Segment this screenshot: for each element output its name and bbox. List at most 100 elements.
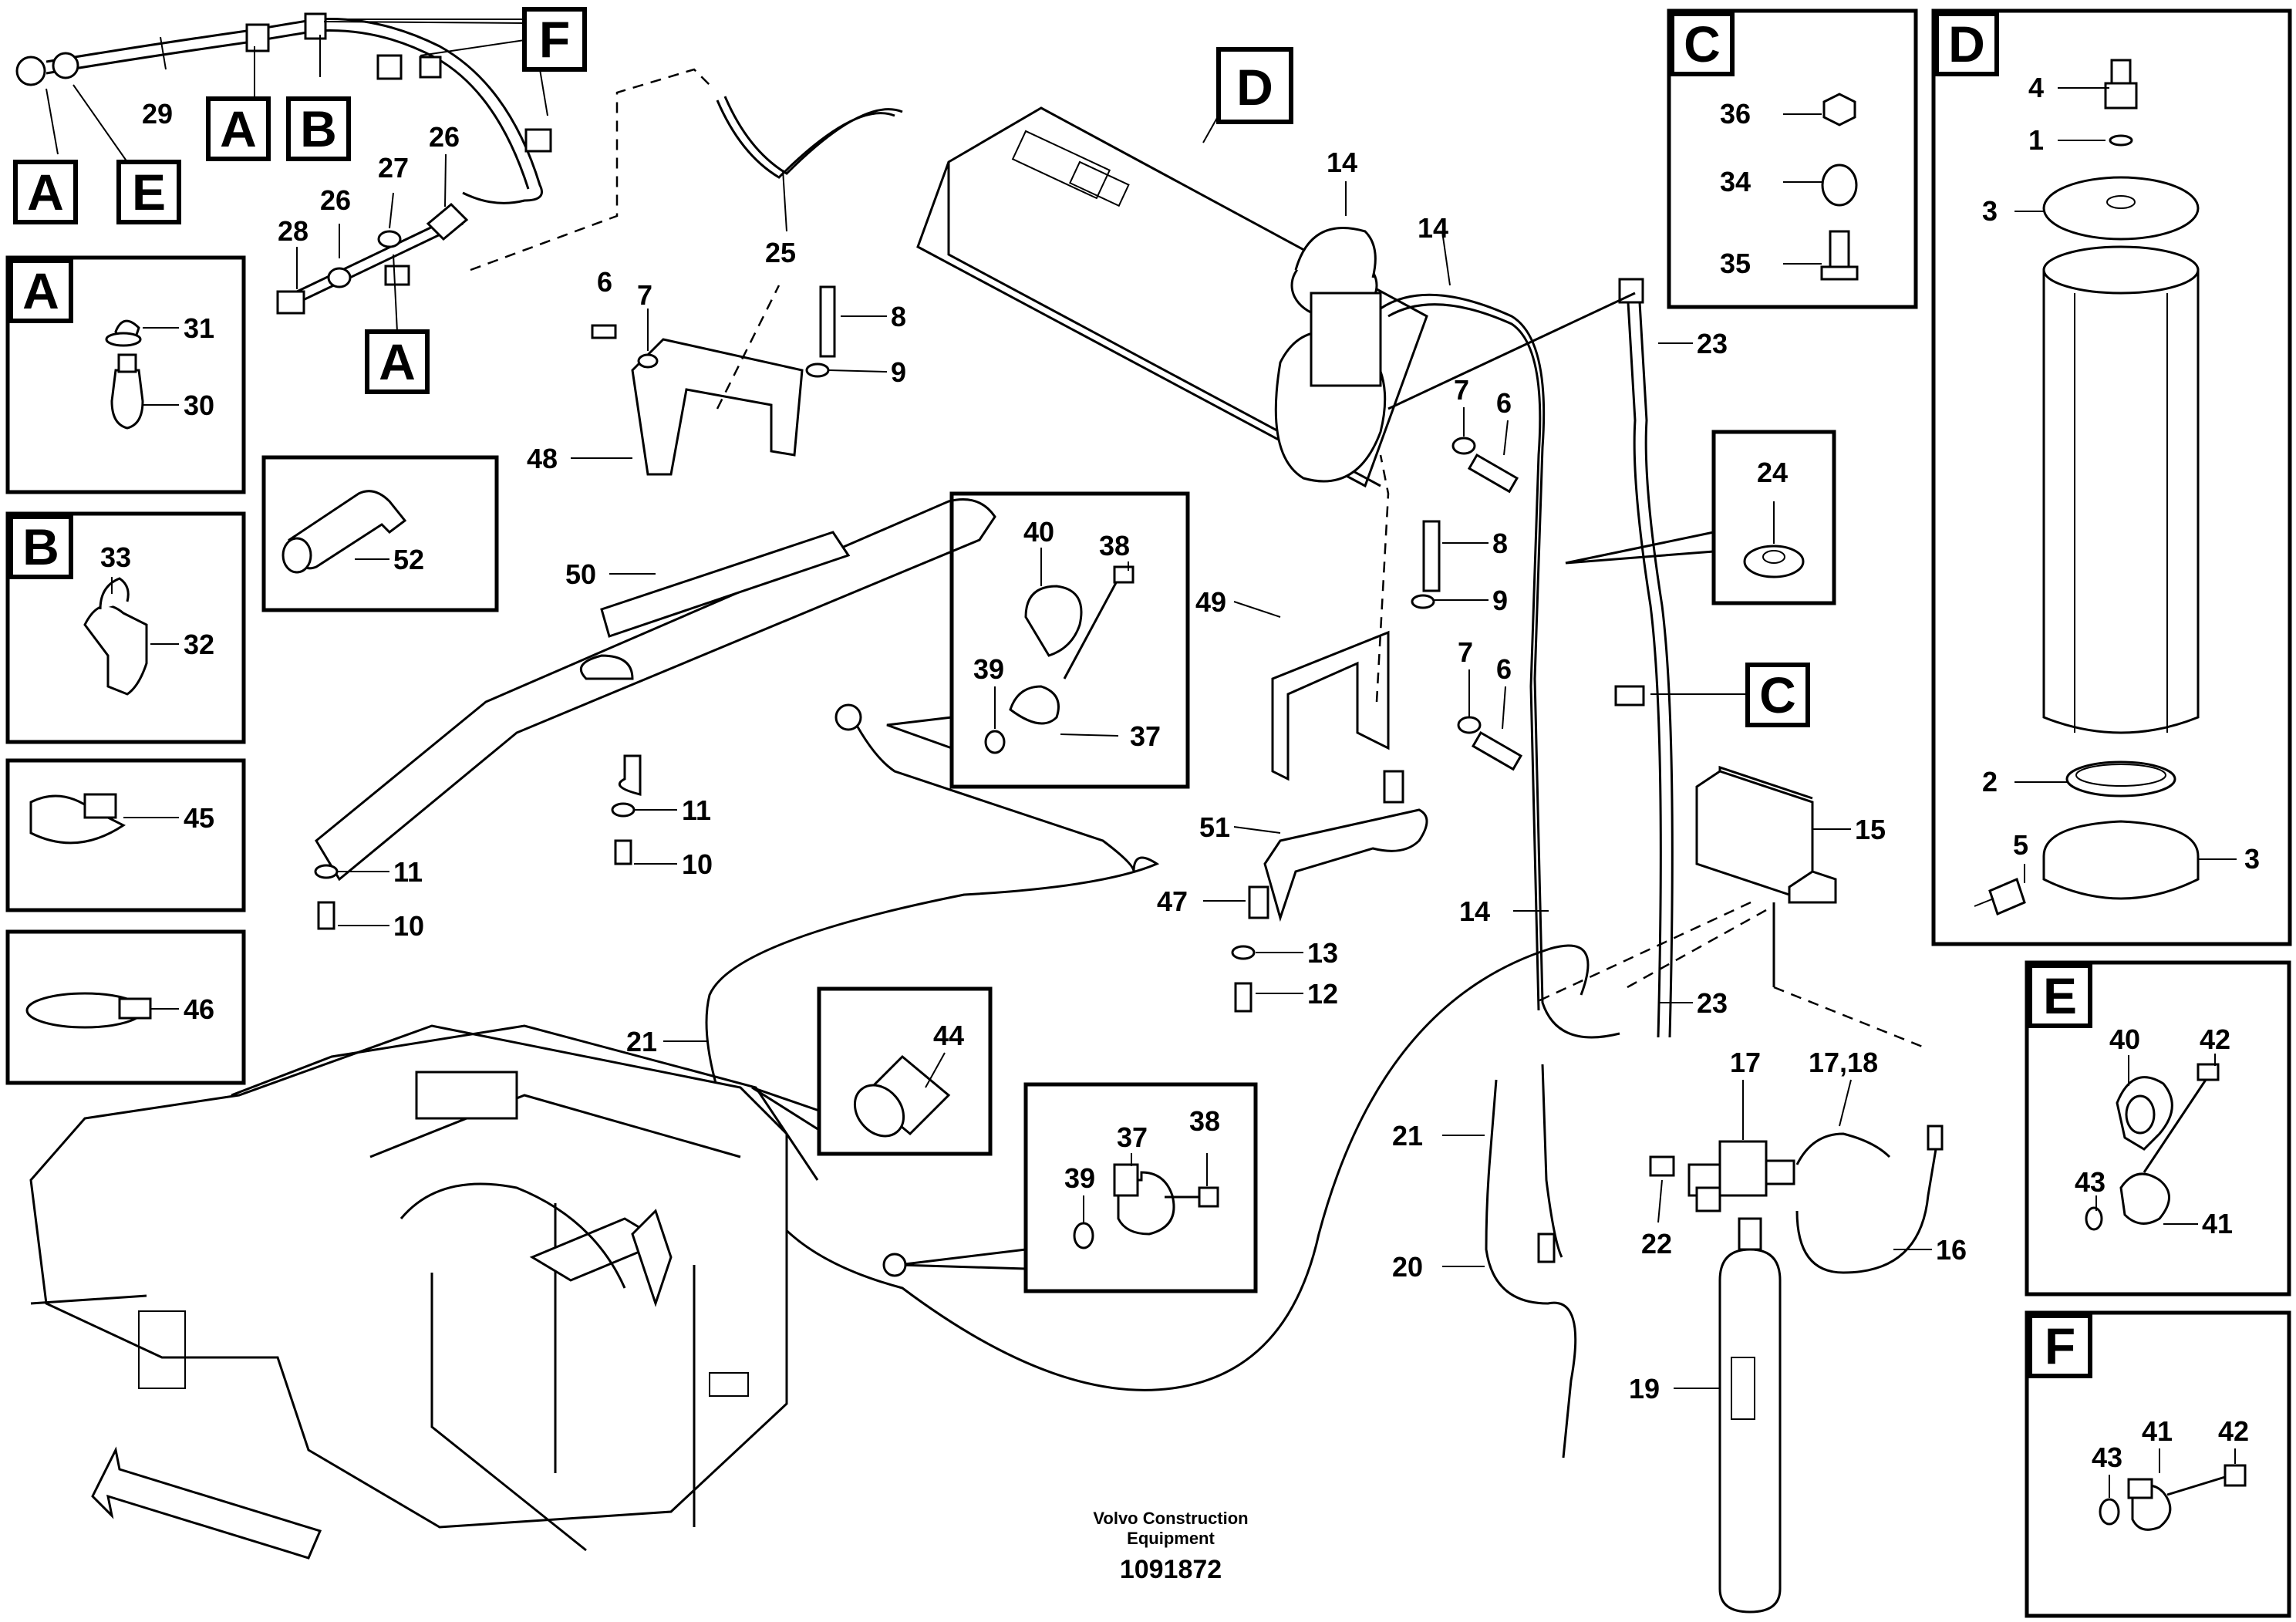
label-20: 20 [1392, 1251, 1423, 1283]
label-1: 1 [2028, 124, 2044, 156]
detail-box-e: E 40 42 43 41 [2025, 960, 2291, 1297]
tag-a-hose: A [220, 100, 257, 157]
footer-publisher-line1: Volvo Construction [1093, 1509, 1248, 1528]
label-38-b: 38 [1189, 1105, 1220, 1137]
detail-box-f: F 43 41 42 [2025, 1310, 2291, 1618]
label-30: 30 [184, 389, 214, 421]
label-37-b: 37 [1117, 1121, 1148, 1153]
label-41-f: 41 [2142, 1415, 2173, 1447]
label-3-top: 3 [1982, 195, 1998, 227]
tag-d-heater: D [1236, 59, 1273, 116]
detail-box-c: C 36 34 35 [1667, 8, 1918, 309]
label-22: 22 [1641, 1228, 1672, 1259]
detail-c-letter: C [1684, 15, 1721, 73]
label-49: 49 [1195, 586, 1226, 618]
label-3-bottom: 3 [2244, 843, 2260, 875]
tag-c-hose: C [1759, 666, 1796, 723]
label-16: 16 [1936, 1234, 1967, 1266]
label-35: 35 [1720, 248, 1751, 279]
label-23-b: 23 [1697, 987, 1728, 1019]
footer-document-number: 1091872 [1120, 1555, 1222, 1584]
bracket-48: 48 6 7 8 9 [527, 266, 906, 476]
label-9-a: 9 [891, 356, 906, 388]
label-7-b: 7 [1458, 636, 1473, 668]
detail-f-letter: F [2045, 1317, 2075, 1374]
label-8-b: 8 [1492, 528, 1508, 559]
footer-publisher-line2: Equipment [1127, 1529, 1215, 1548]
detail-box-d: D 4 1 3 2 5 3 [1931, 8, 2292, 946]
label-7-c: 7 [1454, 374, 1469, 406]
bracket-50: 50 11 10 11 10 [314, 498, 996, 942]
machine-body [29, 1024, 819, 1552]
detail-box-b: B 33 32 [5, 511, 246, 744]
label-52: 52 [393, 544, 424, 575]
label-26-a: 26 [320, 184, 351, 216]
label-27: 27 [378, 152, 409, 184]
label-17-18: 17,18 [1809, 1047, 1878, 1078]
label-42-e: 42 [2200, 1023, 2230, 1055]
heater-unit: D [916, 47, 1428, 488]
hoses-14-23: 14 14 23 14 23 C [1327, 147, 1810, 1039]
detail-e-letter: E [2043, 967, 2077, 1024]
tag-a-hose-left: A [27, 164, 64, 221]
label-8-a: 8 [891, 301, 906, 332]
label-2: 2 [1982, 766, 1998, 798]
label-13: 13 [1307, 937, 1338, 969]
label-6-c: 6 [1496, 387, 1512, 419]
label-15: 15 [1855, 814, 1886, 845]
label-51: 51 [1199, 811, 1230, 843]
bracket-51: 51 47 13 12 [1157, 770, 1428, 1013]
label-11-b: 11 [393, 856, 423, 888]
label-7-a: 7 [637, 279, 652, 311]
label-50: 50 [565, 558, 596, 590]
label-45: 45 [184, 802, 214, 834]
label-10-b: 10 [393, 910, 424, 942]
label-14-a: 14 [1418, 212, 1448, 244]
wiring-16-20-21: 16 21 20 [1392, 1064, 1967, 1458]
label-14-b: 14 [1327, 147, 1357, 178]
hose-assembly-top-left: A B F A E A 29 28 26 27 26 [13, 7, 587, 394]
tag-b-hose: B [300, 100, 337, 157]
label-10-a: 10 [682, 848, 713, 880]
detail-box-52: 52 [261, 455, 499, 612]
valve-17: 17 17,18 22 [1641, 1047, 1891, 1259]
detail-box-45: 45 [5, 758, 246, 912]
detail-box-clip-upper: 40 38 39 37 [949, 491, 1190, 789]
label-37-a: 37 [1130, 720, 1161, 752]
label-9-b: 9 [1492, 585, 1508, 616]
bracket-49: 49 8 9 7 6 [1195, 520, 1523, 781]
label-33: 33 [100, 541, 131, 573]
label-6-a: 6 [597, 266, 612, 298]
label-43-f: 43 [2092, 1442, 2122, 1473]
detail-box-clip-lower: 39 37 38 [1023, 1082, 1258, 1293]
label-46: 46 [184, 993, 214, 1025]
label-32: 32 [184, 629, 214, 660]
label-40-e: 40 [2109, 1023, 2140, 1055]
label-47: 47 [1157, 885, 1188, 917]
label-42-f: 42 [2218, 1415, 2249, 1447]
tag-a-lower: A [379, 333, 416, 390]
label-29: 29 [142, 98, 173, 130]
label-39-b: 39 [1064, 1162, 1095, 1194]
detail-box-46: 46 [5, 929, 246, 1085]
label-5: 5 [2013, 829, 2028, 861]
label-31: 31 [184, 312, 214, 344]
label-12: 12 [1307, 978, 1338, 1010]
label-19: 19 [1629, 1373, 1660, 1404]
co2-cylinder-19: 19 [1629, 1217, 1782, 1614]
detail-d-letter: D [1948, 15, 1985, 73]
label-26-b: 26 [429, 121, 460, 153]
label-17: 17 [1730, 1047, 1761, 1078]
tag-e-hose: E [132, 164, 166, 221]
label-25: 25 [765, 237, 796, 268]
detail-box-44: 44 [817, 986, 993, 1156]
label-6-b: 6 [1496, 653, 1512, 685]
label-24: 24 [1757, 457, 1788, 488]
label-44: 44 [933, 1020, 964, 1051]
label-38-a: 38 [1099, 530, 1130, 561]
label-43-e: 43 [2075, 1166, 2106, 1198]
label-39-a: 39 [973, 653, 1004, 685]
control-box-15: 15 [1695, 765, 1886, 904]
detail-box-24: 24 [1711, 430, 1836, 605]
